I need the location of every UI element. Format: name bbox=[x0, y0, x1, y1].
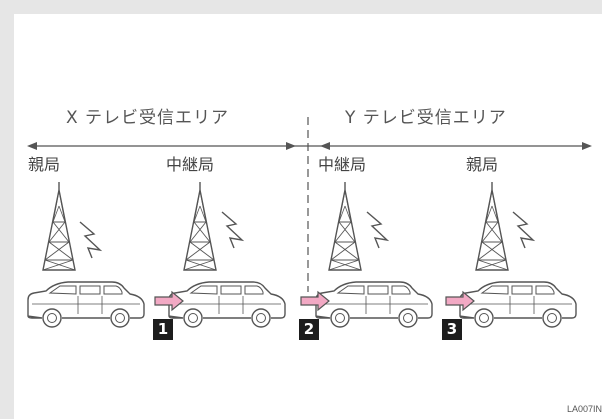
car-icon bbox=[315, 281, 433, 328]
car-icon bbox=[168, 281, 286, 328]
station-label-y-relay: 中継局 bbox=[318, 155, 367, 174]
tower-icon bbox=[183, 181, 217, 271]
coverage-mid-right-arrowhead bbox=[320, 142, 330, 150]
area-x-label: X テレビ受信エリア bbox=[66, 108, 230, 128]
step-badge-1: 1 bbox=[153, 319, 173, 340]
frame-border-left bbox=[0, 0, 14, 419]
step-badge-2: 2 bbox=[299, 319, 319, 340]
signal-bolt-icon bbox=[512, 211, 534, 249]
tower-icon bbox=[475, 181, 509, 271]
signal-bolt-icon bbox=[79, 221, 101, 259]
station-label-y-parent: 親局 bbox=[466, 155, 499, 174]
station-label-x-relay: 中継局 bbox=[166, 155, 215, 174]
tower-icon bbox=[328, 181, 362, 271]
step-badge-3: 3 bbox=[442, 319, 462, 340]
car-icon bbox=[459, 281, 577, 328]
signal-bolt-icon bbox=[366, 211, 388, 249]
coverage-right-arrowhead bbox=[582, 142, 592, 150]
tower-icon bbox=[42, 181, 76, 271]
coverage-mid-left-arrowhead bbox=[286, 142, 296, 150]
frame-border-top bbox=[0, 0, 602, 14]
area-y-label: Y テレビ受信エリア bbox=[345, 108, 507, 128]
signal-bolt-icon bbox=[221, 211, 243, 249]
coverage-left-arrowhead bbox=[27, 142, 37, 150]
figure-code: LA007IN bbox=[566, 404, 602, 414]
station-label-x-parent: 親局 bbox=[28, 155, 61, 174]
car-icon bbox=[27, 281, 145, 328]
